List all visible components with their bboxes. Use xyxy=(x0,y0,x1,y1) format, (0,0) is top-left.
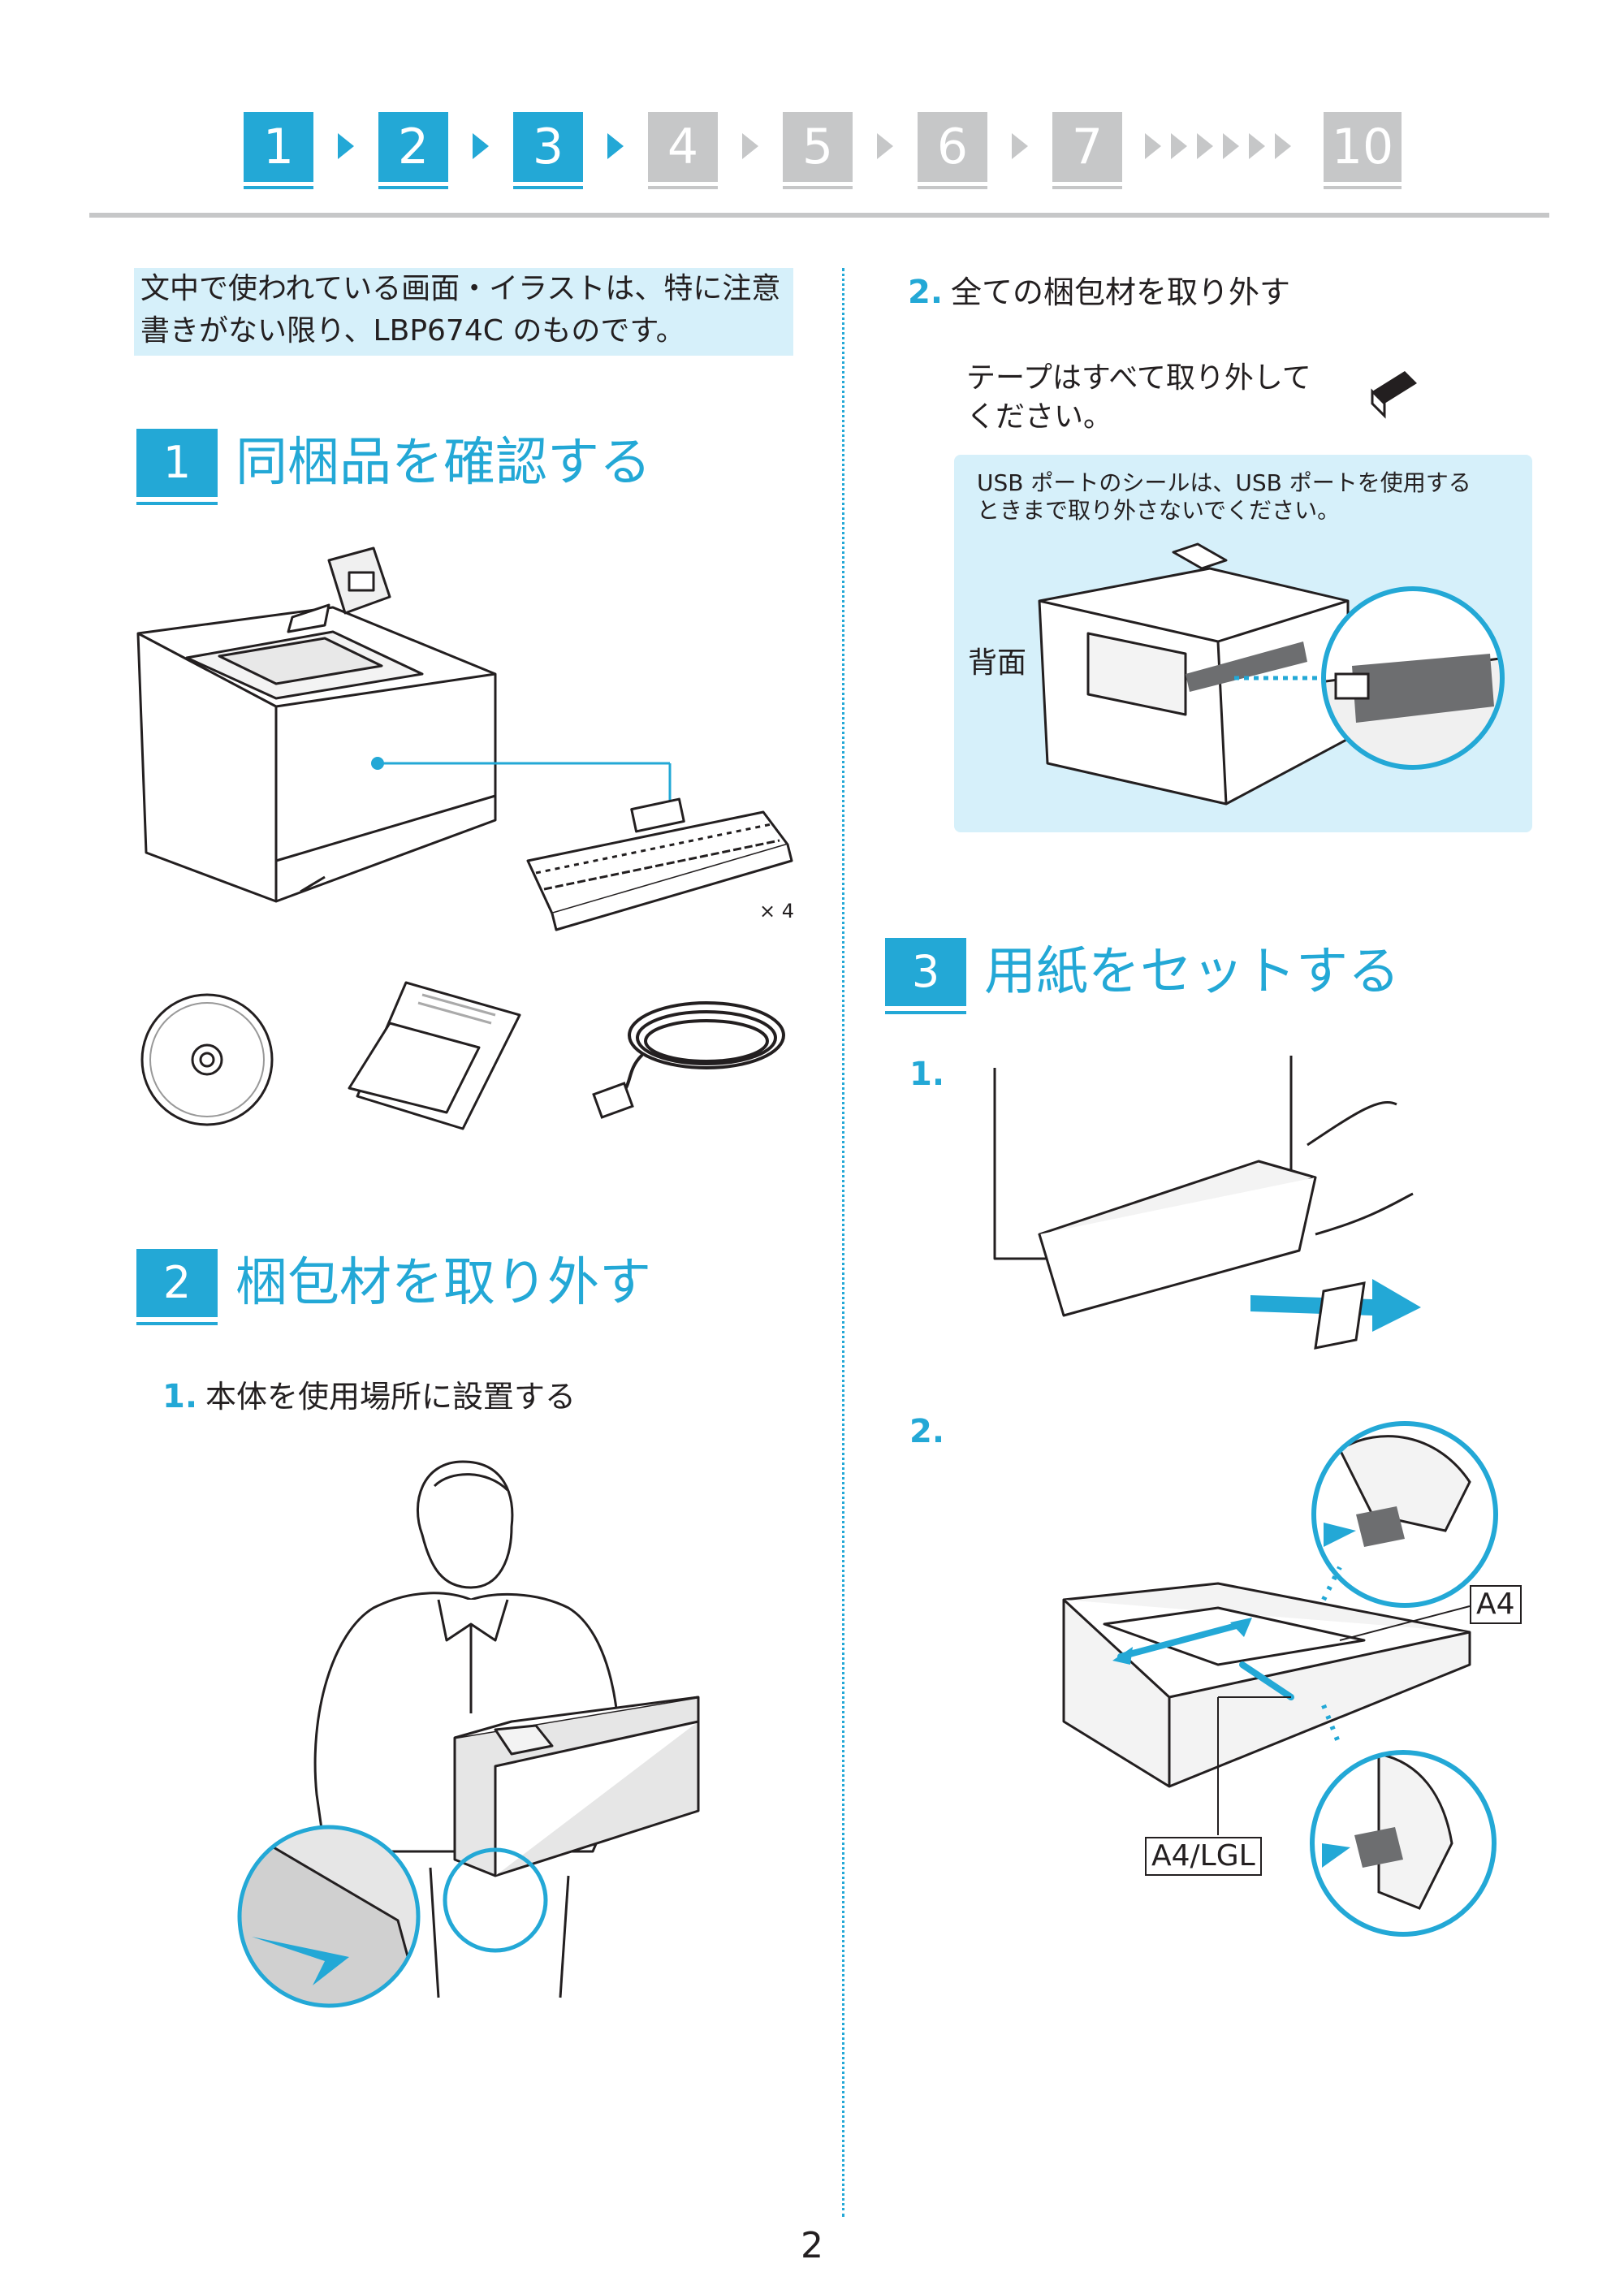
section-3-number-label: 3 xyxy=(911,946,940,997)
tape-icon xyxy=(1371,371,1417,419)
section-1-title: 同梱品を確認する xyxy=(235,433,651,493)
note-box: 文中で使われている画面・イラストは、特に注意 書きがない限り、LBP674C の… xyxy=(134,268,793,356)
step-3-label: 3 xyxy=(532,119,564,175)
zoom-inset-handle xyxy=(237,1825,421,2008)
arrow-right-icon xyxy=(1197,133,1213,159)
note-line-1: 文中で使われている画面・イラストは、特に注意 xyxy=(140,272,781,305)
printer-rear-illustration xyxy=(1038,542,1350,806)
page-number: 2 xyxy=(801,2225,823,2266)
step-4-label: 4 xyxy=(667,119,699,175)
step-text: 本体を使用場所に設置する xyxy=(205,1379,577,1415)
step-10-label: 10 xyxy=(1331,119,1394,175)
section-1-number-label: 1 xyxy=(162,437,192,488)
header-rule xyxy=(89,213,1549,218)
tape-instruction: テープはすべて取り外して ください。 xyxy=(966,359,1311,437)
step-7: 7 xyxy=(1052,112,1122,189)
guide-zoom-inset-bottom xyxy=(1310,1750,1497,1937)
step-4: 4 xyxy=(648,112,718,189)
usb-line-1: USB ポートのシールは、USB ポートを使用する xyxy=(977,469,1471,496)
tape-line-2: ください。 xyxy=(966,400,1113,434)
pull-out-drawer-illustration xyxy=(993,1056,1421,1350)
note-line-2: 書きがない限り、LBP674C のものです。 xyxy=(140,314,685,348)
step-7-label: 7 xyxy=(1071,119,1104,175)
step-2-label: 2 xyxy=(397,119,430,175)
toner-count: × 4 xyxy=(759,900,795,922)
section-2-step-1: 1.本体を使用場所に設置する xyxy=(162,1376,576,1417)
arrow-right-icon xyxy=(1171,133,1187,159)
usb-warning-text: USB ポートのシールは、USB ポートを使用する ときまで取り外さないでくださ… xyxy=(977,469,1471,525)
guide-zoom-inset-top xyxy=(1311,1421,1498,1608)
section-3-title: 用紙をセットする xyxy=(984,942,1400,1002)
step-2: 2 xyxy=(378,112,448,189)
step-1-label: 1 xyxy=(262,119,295,175)
step-number: 2. xyxy=(908,274,944,311)
section-2-step-2: 2.全ての梱包材を取り外す xyxy=(908,272,1290,313)
arrow-right-icon xyxy=(338,133,354,159)
arrow-right-icon xyxy=(1145,133,1161,159)
arrow-right-icon xyxy=(473,133,489,159)
arrow-right-icon xyxy=(877,133,893,159)
section-3-number: 3 xyxy=(885,938,966,1014)
usb-port-zoom-inset xyxy=(1321,586,1505,770)
section-3-step-2-number: 2. xyxy=(909,1413,945,1450)
usb-line-2: ときまで取り外さないでください。 xyxy=(977,497,1341,524)
person-lifting-printer-illustration xyxy=(313,1460,700,1998)
step-text: 全ての梱包材を取り外す xyxy=(951,274,1291,310)
arrow-right-icon xyxy=(1012,133,1028,159)
section-2-number-label: 2 xyxy=(162,1257,192,1308)
arrow-right-icon xyxy=(1275,133,1291,159)
toner-cartridge-illustration xyxy=(526,797,793,931)
step-5: 5 xyxy=(783,112,853,189)
step-6: 6 xyxy=(918,112,987,189)
power-cord-icon xyxy=(592,1001,785,1119)
printer-illustration xyxy=(136,546,672,903)
back-label: 背面 xyxy=(968,646,1027,680)
arrow-right-icon xyxy=(742,133,758,159)
leader-lines xyxy=(1217,1566,1471,1835)
step-1: 1 xyxy=(244,112,313,189)
step-number: 1. xyxy=(162,1378,198,1415)
column-divider xyxy=(842,268,844,2217)
tape-line-1: テープはすべて取り外して xyxy=(966,361,1311,395)
arrow-right-icon xyxy=(1223,133,1239,159)
section-2-number: 2 xyxy=(136,1249,218,1325)
documents-icon xyxy=(348,981,521,1130)
arrow-right-icon xyxy=(1249,133,1265,159)
step-10: 10 xyxy=(1324,112,1402,189)
cd-rom-icon xyxy=(140,993,274,1126)
tag-a4-lgl: A4/LGL xyxy=(1145,1837,1262,1876)
step-5-label: 5 xyxy=(801,119,834,175)
paper-tray-guides-illustration xyxy=(1062,1582,1471,1788)
step-3: 3 xyxy=(513,112,583,189)
tag-a4: A4 xyxy=(1470,1585,1522,1624)
arrow-right-icon xyxy=(607,133,624,159)
step-6-label: 6 xyxy=(936,119,969,175)
section-3-step-1-number: 1. xyxy=(909,1056,945,1093)
section-1-number: 1 xyxy=(136,429,218,505)
section-2-title: 梱包材を取り外す xyxy=(235,1253,651,1313)
